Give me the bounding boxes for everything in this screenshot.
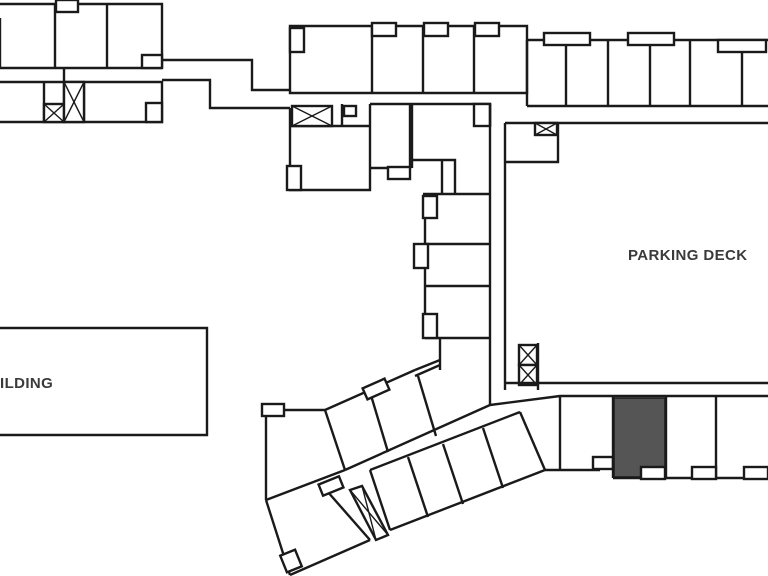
lower-angled-wing [264, 394, 768, 576]
parking-deck-area: PARKING DECK [503, 121, 768, 390]
central-block [285, 102, 492, 192]
elevator-shaft [290, 104, 334, 128]
top-center-block [288, 21, 529, 95]
building-label: ILDING [0, 375, 53, 392]
elevator-shaft [533, 121, 559, 137]
top-right-wing [525, 31, 768, 108]
left-building: ILDING [0, 326, 209, 437]
top-left-wing [0, 0, 164, 124]
parking-deck-label: PARKING DECK [628, 247, 748, 264]
lower-right-row [611, 396, 768, 481]
highlighted-unit[interactable] [613, 397, 666, 478]
elevator-shaft [517, 343, 539, 387]
center-stem [412, 104, 492, 405]
connector-corridor [162, 58, 290, 110]
elevator-shaft [62, 80, 86, 124]
elevator-shaft [42, 102, 66, 124]
elevator-shaft [348, 484, 390, 542]
lower-left-wing [260, 358, 491, 502]
upper-corridor [370, 102, 768, 126]
